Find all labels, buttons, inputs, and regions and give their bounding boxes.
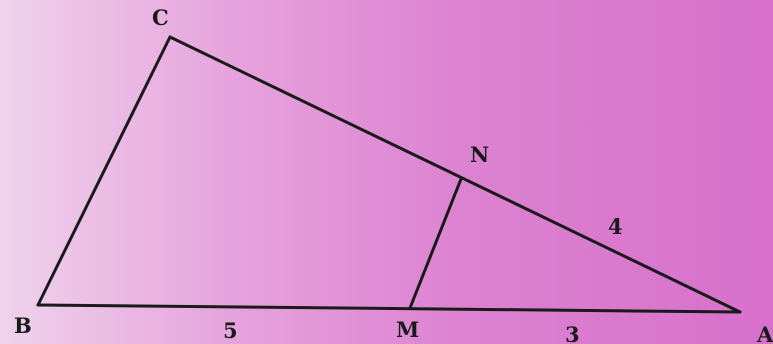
- side-bc: [36, 35, 172, 307]
- length-label-ma: 3: [565, 322, 580, 344]
- side-ca: [168, 35, 742, 314]
- point-label-n: N: [470, 142, 489, 167]
- length-label-na: 4: [608, 214, 623, 239]
- point-label-a: A: [756, 322, 773, 344]
- segment-mn: [408, 177, 463, 310]
- point-label-m: M: [396, 317, 419, 342]
- point-label-c: C: [152, 5, 169, 30]
- length-label-bm: 5: [223, 318, 238, 343]
- side-ba: [36, 303, 742, 314]
- point-label-b: B: [14, 313, 32, 338]
